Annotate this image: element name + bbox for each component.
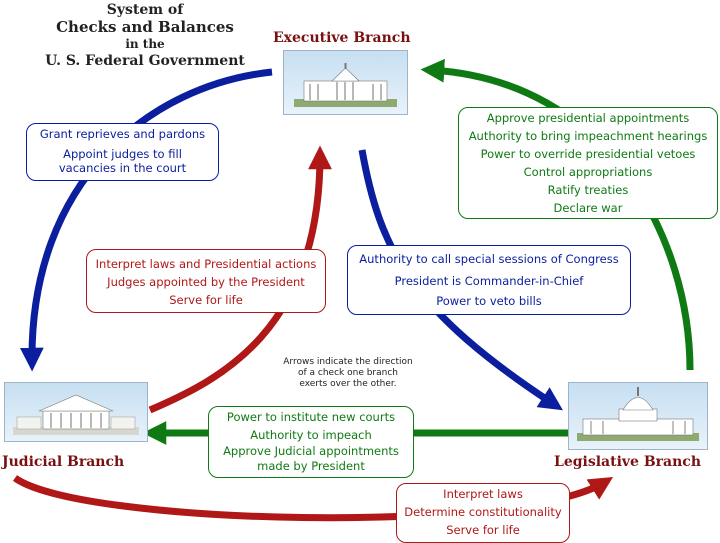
title-line-3: in the <box>125 37 165 51</box>
supreme-court-icon <box>13 394 139 435</box>
check-box-legislative-on-executive: Approve presidential appointments Author… <box>458 107 718 219</box>
check-text: Authority to bring impeachment hearings <box>468 129 708 143</box>
check-text: Power to veto bills <box>436 294 542 308</box>
judicial-branch-header: Judicial Branch <box>2 454 125 470</box>
check-box-executive-on-judicial: Grant reprieves and pardons Appoint judg… <box>26 123 219 181</box>
check-box-judicial-on-legislative: Interpret laws Determine constitutionali… <box>396 483 570 543</box>
check-text: Control appropriations <box>523 165 653 179</box>
check-text: Interpret laws <box>443 487 523 501</box>
supreme-court-image <box>4 382 148 442</box>
note-line-3: exerts over the other. <box>299 379 397 389</box>
legislative-branch-header: Legislative Branch <box>554 454 701 470</box>
check-text: Power to institute new courts <box>226 410 396 424</box>
check-text: Serve for life <box>446 523 520 537</box>
check-text: Approve presidential appointments <box>486 111 690 125</box>
capitol-image <box>568 382 708 450</box>
arrow-executive-to-judicial <box>19 68 273 372</box>
white-house-icon <box>294 63 397 107</box>
check-text: President is Commander-in-Chief <box>394 274 584 288</box>
title-line-1: System of <box>106 2 184 18</box>
check-box-legislative-on-judicial: Power to institute new courts Authority … <box>208 406 414 478</box>
check-text: Authority to call special sessions of Co… <box>359 252 619 266</box>
check-text: Authority to impeach <box>250 428 372 442</box>
check-text: Power to override presidential vetoes <box>480 147 696 161</box>
note-line-1: Arrows indicate the direction <box>283 357 413 367</box>
check-box-judicial-on-executive: Interpret laws and Presidential actions … <box>86 249 326 313</box>
check-text: Interpret laws and Presidential actions <box>95 257 317 271</box>
white-house-image <box>283 50 408 115</box>
check-text: Determine constitutionality <box>404 505 562 519</box>
arrows-note: Arrows indicate the direction of a check… <box>268 357 428 390</box>
check-box-executive-on-legislative: Authority to call special sessions of Co… <box>347 245 631 315</box>
check-text: Ratify treaties <box>547 183 629 197</box>
diagram-title: System of Checks and Balances in the U. … <box>20 2 270 70</box>
arrow-judicial-to-executive <box>148 145 332 414</box>
check-text: Judges appointed by the President <box>107 275 305 289</box>
executive-branch-header: Executive Branch <box>273 30 411 46</box>
check-text: Serve for life <box>169 293 243 307</box>
check-text: Declare war <box>553 201 623 215</box>
title-line-2: Checks and Balances <box>56 18 234 36</box>
title-line-4: U. S. Federal Government <box>45 53 245 69</box>
note-line-2: of a check one branch <box>297 368 398 378</box>
check-text: Appoint judges to fill <box>63 147 182 161</box>
check-text: Grant reprieves and pardons <box>39 127 206 141</box>
check-text: Approve Judicial appointments <box>223 444 399 458</box>
capitol-icon <box>577 387 699 441</box>
check-text: vacancies in the court <box>58 161 187 175</box>
check-text: made by President <box>257 459 365 473</box>
